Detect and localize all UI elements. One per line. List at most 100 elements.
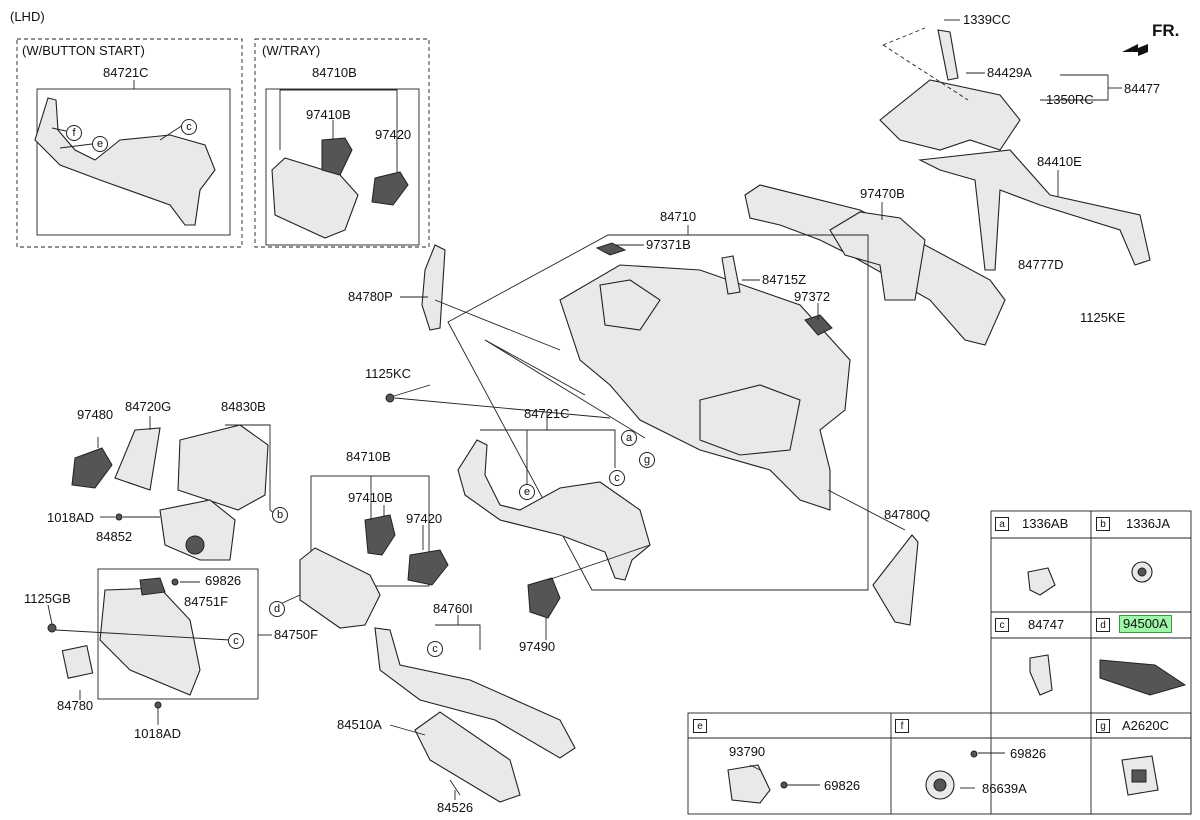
part-label[interactable]: 84777D — [1018, 257, 1064, 272]
vent-97410B — [364, 514, 396, 556]
part-label[interactable]: 1350RC — [1046, 92, 1094, 107]
part-label[interactable]: 84429A — [987, 65, 1032, 80]
front-arrow-icon — [1122, 44, 1148, 56]
center-fascia-part — [299, 547, 381, 629]
part-label[interactable]: 84780Q — [884, 507, 931, 522]
tray-panel-part-inset — [271, 157, 359, 239]
part-label[interactable]: 1018AD — [47, 510, 94, 525]
front-indicator: FR. — [1152, 21, 1180, 40]
callout-f[interactable]: f — [66, 125, 82, 141]
part-label[interactable]: 84720G — [125, 399, 172, 414]
duct-part — [744, 184, 1006, 346]
callout-g[interactable]: g — [639, 452, 655, 468]
legend-part-b[interactable]: 1336JA — [1126, 516, 1171, 531]
duct-center-part — [829, 211, 926, 301]
part-label[interactable]: 97371B — [646, 237, 691, 252]
legend-part-f2[interactable]: 86639A — [982, 781, 1027, 796]
legend-part-g[interactable]: A2620C — [1122, 718, 1169, 733]
part-label[interactable]: 84510A — [337, 717, 382, 732]
legend-key-g: g — [1096, 719, 1110, 733]
legend-key-f: f — [895, 719, 909, 733]
glove-box-84510A — [414, 711, 521, 803]
callout-d[interactable]: d — [269, 601, 285, 617]
legend-part-f1[interactable]: 69826 — [1010, 746, 1047, 761]
legend-part-e2[interactable]: 69826 — [824, 778, 861, 793]
column-cover-84852 — [159, 499, 236, 561]
callout-c[interactable]: c — [228, 633, 244, 649]
part-label[interactable]: 97480 — [77, 407, 114, 422]
part-label[interactable]: 84721C — [103, 65, 149, 80]
tray-box-title: (W/TRAY) — [262, 43, 321, 58]
lower-panel-84750F — [99, 587, 201, 696]
part-label[interactable]: 84750F — [274, 627, 319, 642]
callout-c[interactable]: c — [427, 641, 443, 657]
legend-key-a: a — [995, 517, 1009, 531]
switch-84751F — [139, 577, 166, 596]
part-label[interactable]: 97420 — [406, 511, 443, 526]
legend-key-e: e — [693, 719, 707, 733]
part-label[interactable]: 84710B — [312, 65, 357, 80]
tray-box — [254, 38, 430, 248]
part-label[interactable]: 84830B — [221, 399, 266, 414]
side-cover-right — [872, 534, 919, 626]
part-label[interactable]: 69826 — [205, 573, 242, 588]
lower-panel-part-inset — [34, 97, 216, 226]
part-label[interactable]: 1018AD — [134, 726, 181, 741]
part-label[interactable]: 97410B — [306, 107, 351, 122]
part-label[interactable]: 84780P — [348, 289, 393, 304]
callout-e[interactable]: e — [92, 136, 108, 152]
legend-part-d-highlighted[interactable]: 94500A — [1119, 615, 1172, 633]
callout-c[interactable]: c — [609, 470, 625, 486]
vent-97480 — [71, 447, 113, 489]
button-start-box-title: (W/BUTTON START) — [22, 43, 145, 58]
part-label[interactable]: 84410E — [1037, 154, 1082, 169]
cluster-hood-84830B — [177, 424, 269, 511]
part-label[interactable]: 84710B — [346, 449, 391, 464]
part-label[interactable]: 84526 — [437, 800, 474, 815]
legend-key-d: d — [1096, 618, 1110, 632]
part-label[interactable]: 97420 — [375, 127, 412, 142]
vent-97420 — [407, 549, 449, 586]
part-label[interactable]: 97372 — [794, 289, 831, 304]
part-label[interactable]: 97490 — [519, 639, 556, 654]
part-label[interactable]: 97410B — [348, 490, 393, 505]
legend-part-e1[interactable]: 93790 — [729, 744, 766, 759]
callout-a[interactable]: a — [621, 430, 637, 446]
legend-key-c: c — [995, 618, 1009, 632]
crossbar-upper-part — [879, 79, 1021, 151]
lhd-label: (LHD) — [10, 9, 45, 24]
callout-b[interactable]: b — [272, 507, 288, 523]
part-label[interactable]: 84710 — [660, 209, 697, 224]
callout-e[interactable]: e — [519, 484, 535, 500]
part-label[interactable]: 84852 — [96, 529, 133, 544]
part-label[interactable]: 84715Z — [762, 272, 807, 287]
lower-panel-part — [457, 439, 651, 581]
cowl-crossbar-part — [918, 149, 1151, 271]
part-label[interactable]: 84751F — [184, 594, 229, 609]
tray-inner-box — [265, 88, 420, 246]
legend-part-c[interactable]: 84747 — [1028, 617, 1065, 632]
part-label[interactable]: 84477 — [1124, 81, 1161, 96]
part-label[interactable]: 84721C — [524, 406, 570, 421]
part-label[interactable]: 1125GB — [24, 591, 71, 606]
vent-97490 — [527, 577, 561, 619]
cover-84720G — [114, 427, 161, 491]
part-label[interactable]: 1339CC — [963, 12, 1011, 27]
part-label[interactable]: 1125KE — [1080, 310, 1126, 325]
part-label[interactable]: 84760I — [433, 601, 473, 616]
button-start-box — [16, 38, 243, 248]
legend-part-a[interactable]: 1336AB — [1022, 516, 1069, 531]
glove-box-housing-84760I — [374, 627, 576, 759]
part-label[interactable]: 1125KC — [365, 366, 412, 381]
vent-grille-97371B — [595, 242, 627, 256]
crash-pad-boundary — [447, 234, 869, 591]
legend-table — [687, 510, 1192, 815]
part-label[interactable]: 97470B — [860, 186, 905, 201]
part-label[interactable]: 84780 — [57, 698, 94, 713]
side-cover-left — [421, 244, 446, 331]
legend-key-b: b — [1096, 517, 1110, 531]
vent-right-part-inset — [371, 171, 409, 206]
button-start-inner-box — [36, 88, 231, 236]
callout-c[interactable]: c — [181, 119, 197, 135]
